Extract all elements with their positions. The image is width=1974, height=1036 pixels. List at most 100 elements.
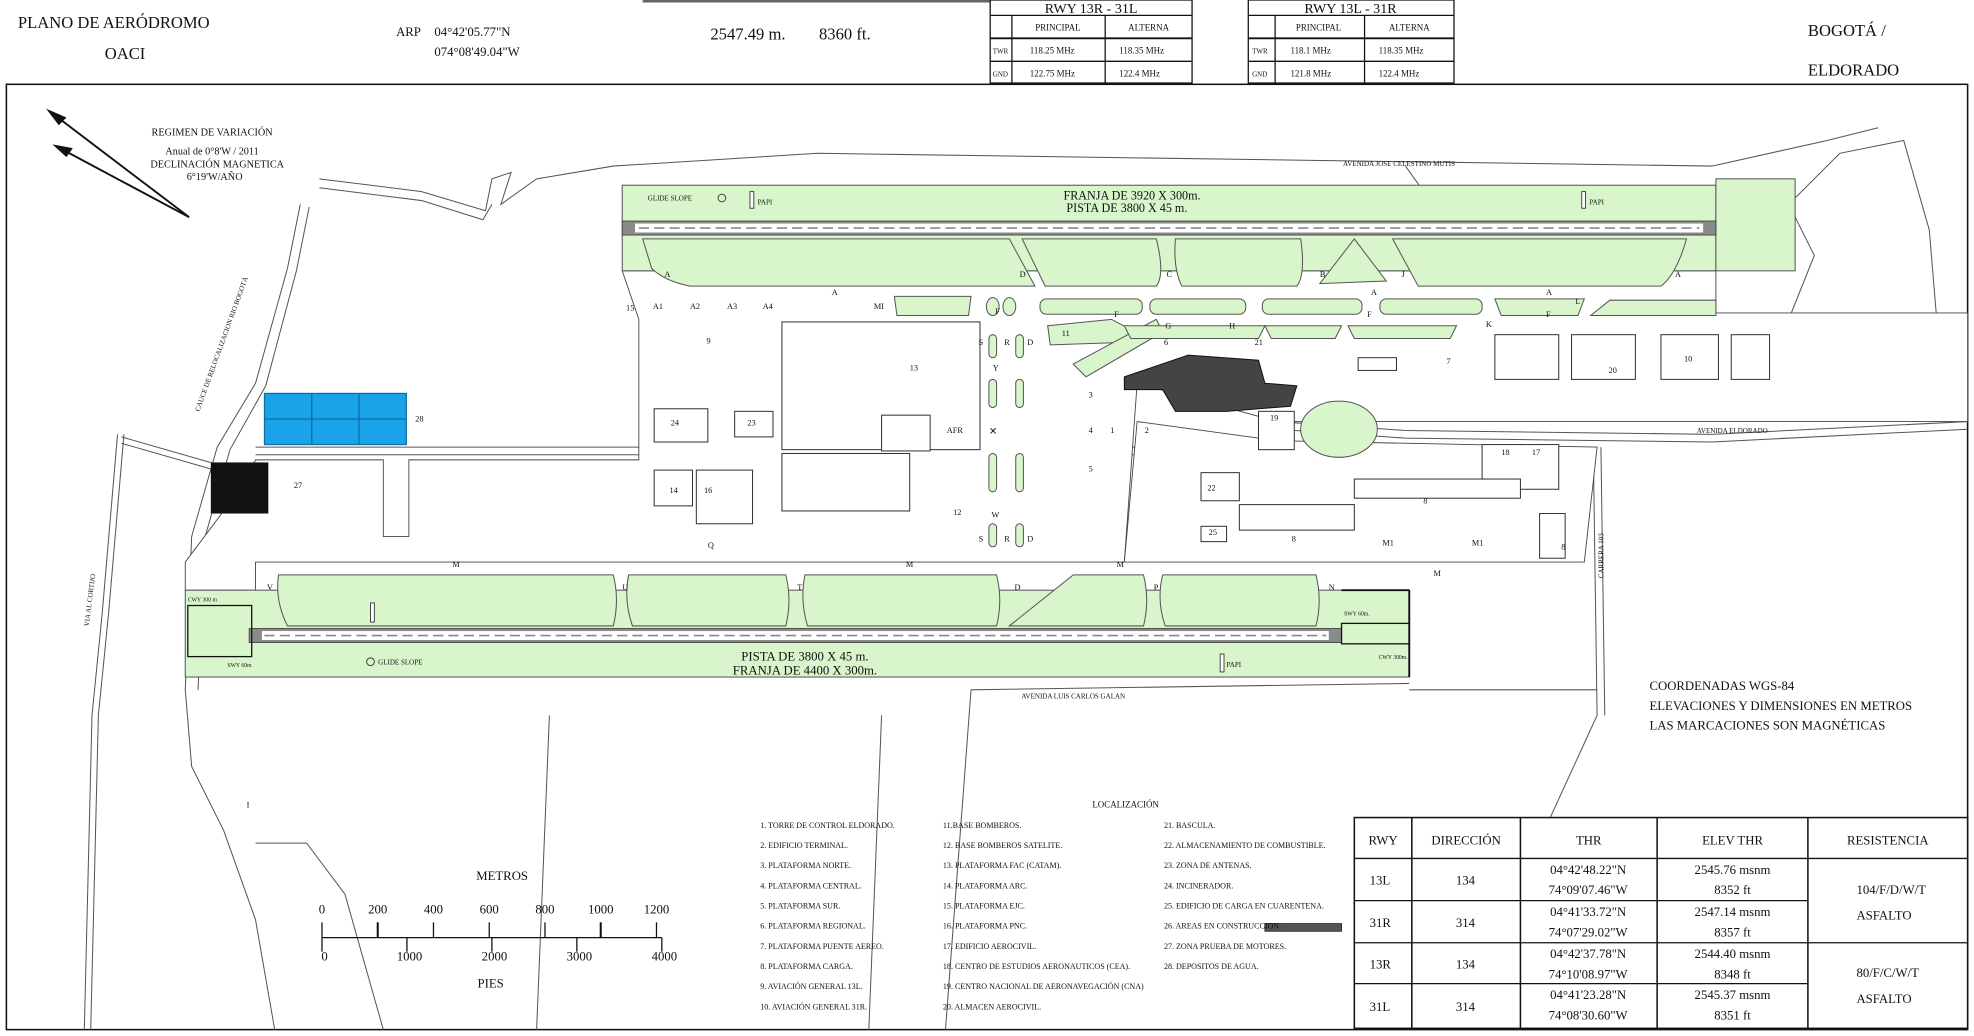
map-label: F bbox=[1114, 310, 1119, 319]
scale-metros-tick: 600 bbox=[480, 902, 499, 916]
map-label: J bbox=[1402, 270, 1406, 279]
note-units: ELEVACIONES Y DIMENSIONES EN METROS bbox=[1649, 699, 1912, 713]
notes: COORDENADAS WGS-84 ELEVACIONES Y DIMENSI… bbox=[1649, 679, 1912, 733]
map-label: A bbox=[1371, 288, 1377, 297]
scale-metros-tick: 1000 bbox=[588, 902, 614, 916]
rwy-direction: 314 bbox=[1456, 1000, 1476, 1014]
map-label: A1 bbox=[653, 302, 663, 311]
south-strip-label: FRANJA DE 4400 X 300m. bbox=[733, 663, 877, 677]
map-label: F bbox=[1546, 310, 1551, 319]
pcn-value: 104/F/D/W/T bbox=[1856, 883, 1926, 897]
thr-latitude: 04°41'23.28"N bbox=[1550, 988, 1626, 1002]
road-label-galan: AVENIDA LUIS CARLOS GALAN bbox=[1021, 693, 1125, 701]
road-label-cauce: CAUCE DE RELOCALIZACION RIO BOGOTÁ bbox=[194, 275, 251, 413]
map-label: A bbox=[1675, 270, 1681, 279]
map-label: 28 bbox=[415, 415, 423, 424]
buildings: AFR ✕ bbox=[210, 321, 1771, 559]
variation-title: REGIMEN DE VARIACIÓN bbox=[152, 126, 274, 138]
legend-item: 1. TORRE DE CONTROL ELDORADO. bbox=[760, 821, 895, 830]
map-label: F bbox=[1367, 310, 1372, 319]
row-gnd: GND bbox=[993, 71, 1008, 79]
map-label: B bbox=[1320, 270, 1326, 279]
thr-longitude: 74°08'30.60"W bbox=[1549, 1008, 1629, 1022]
legend-item: 28. DEPOSITOS DE AGUA. bbox=[1164, 962, 1259, 971]
map-label: 7 bbox=[1446, 357, 1450, 366]
table-header: THR bbox=[1576, 833, 1602, 847]
legend-item: 13. PLATAFORMA FAC (CATAM). bbox=[943, 861, 1061, 870]
legend-item: 2. EDIFICIO TERMINAL. bbox=[760, 841, 848, 850]
legend-item: 15. PLATAFORMA EJC. bbox=[943, 902, 1025, 911]
thr-elevation-m: 2547.14 msnm bbox=[1695, 905, 1771, 919]
map-label: 27 bbox=[294, 481, 302, 490]
construction-swatch bbox=[1264, 923, 1342, 932]
north-grass-islands bbox=[641, 238, 1717, 548]
col-principal: PRINCIPAL bbox=[1035, 23, 1080, 33]
cwy-west-label: CWY 300 m bbox=[188, 598, 218, 604]
map-label: 17 bbox=[1532, 448, 1540, 457]
legend-item: 20. ALMACEN AEROCIVIL. bbox=[943, 1002, 1041, 1011]
scale-metros-tick: 200 bbox=[368, 902, 387, 916]
rwy-designator: 31R bbox=[1370, 916, 1392, 930]
map-label: P bbox=[1154, 583, 1159, 592]
gnd-principal: 121.8 MHz bbox=[1290, 69, 1331, 79]
variation-annual: Anual de 0°8'W / 2011 bbox=[165, 147, 258, 158]
map-label: 25 bbox=[1209, 528, 1217, 537]
frequency-table-13r-31l: RWY 13R - 31L PRINCIPAL ALTERNA TWR 118.… bbox=[989, 0, 1193, 84]
runway-end-area bbox=[1715, 178, 1796, 272]
rwy-direction: 134 bbox=[1456, 874, 1476, 888]
map-label: A4 bbox=[763, 302, 774, 311]
table-header: ELEV THR bbox=[1702, 833, 1763, 847]
legend-item: 17. EDIFICIO AEROCIVIL. bbox=[943, 942, 1036, 951]
row-twr: TWR bbox=[993, 48, 1009, 56]
map-label: 18 bbox=[1501, 448, 1509, 457]
note-coordinates: COORDENADAS WGS-84 bbox=[1649, 679, 1794, 693]
map-label: S bbox=[979, 535, 984, 544]
glide-slope-icon bbox=[717, 193, 727, 203]
thr-elevation-m: 2545.76 msnm bbox=[1695, 863, 1771, 877]
terminal-roundabout bbox=[1300, 400, 1378, 458]
table-header: RWY bbox=[1369, 833, 1398, 847]
freq-title: RWY 13R - 31L bbox=[1045, 1, 1138, 17]
map-label: R bbox=[1004, 535, 1010, 544]
map-label: L bbox=[1575, 297, 1580, 306]
thr-latitude: 04°42'37.78"N bbox=[1550, 947, 1626, 961]
legend-item: 18. CENTRO DE ESTUDIOS AERONAUTICOS (CEA… bbox=[943, 962, 1130, 971]
map-label: U bbox=[622, 583, 628, 592]
legend-item: 11.BASE BOMBEROS. bbox=[943, 821, 1021, 830]
map-label: 6 bbox=[1164, 338, 1168, 347]
declination-title: DECLINACIÓN MAGNETICA bbox=[150, 158, 284, 170]
papi-icon bbox=[1219, 653, 1225, 673]
surface-type: ASFALTO bbox=[1856, 992, 1911, 1006]
thr-elevation-ft: 8352 ft bbox=[1714, 883, 1751, 897]
thr-longitude: 74°09'07.46"W bbox=[1549, 883, 1629, 897]
arp-label: ARP bbox=[396, 25, 421, 39]
legend-item: 23. ZONA DE ANTENAS. bbox=[1164, 861, 1252, 870]
legend-item: 9. AVIACIÓN GENERAL 13L. bbox=[760, 981, 862, 991]
papi-icon bbox=[749, 191, 755, 209]
map-label: 13 bbox=[910, 363, 918, 372]
row-twr: TWR bbox=[1252, 48, 1268, 56]
map-label: I bbox=[247, 800, 250, 809]
glide-slope-icon bbox=[366, 657, 375, 666]
legend-item: 5. PLATAFORMA SUR. bbox=[760, 902, 840, 911]
scale-pies-tick: 0 bbox=[321, 950, 327, 964]
elevation-m: 2547.49 m. bbox=[710, 25, 785, 44]
papi-label: PAPI bbox=[1227, 661, 1242, 669]
glide-slope-label: GLIDE SLOPE bbox=[648, 195, 692, 203]
map-label: 15 bbox=[626, 303, 634, 312]
legend-item: 21. BASCULA. bbox=[1164, 821, 1216, 830]
scale-pies-label: PIES bbox=[477, 976, 503, 990]
legend: LOCALIZACIÓN 1. TORRE DE CONTROL ELDORAD… bbox=[760, 799, 1342, 1011]
thr-elevation-ft: 8348 ft bbox=[1714, 968, 1751, 982]
map-label: W bbox=[991, 510, 999, 519]
rwy-designator: 13R bbox=[1370, 957, 1392, 971]
map-label: V bbox=[267, 583, 273, 592]
map-label: G bbox=[1165, 321, 1171, 330]
papi-label: PAPI bbox=[758, 198, 773, 206]
thr-latitude: 04°42'48.22"N bbox=[1550, 863, 1626, 877]
legend-item: 27. ZONA PRUEBA DE MOTORES. bbox=[1164, 942, 1286, 951]
scale-metros-tick: 1200 bbox=[644, 902, 670, 916]
papi-icon bbox=[1581, 191, 1587, 209]
